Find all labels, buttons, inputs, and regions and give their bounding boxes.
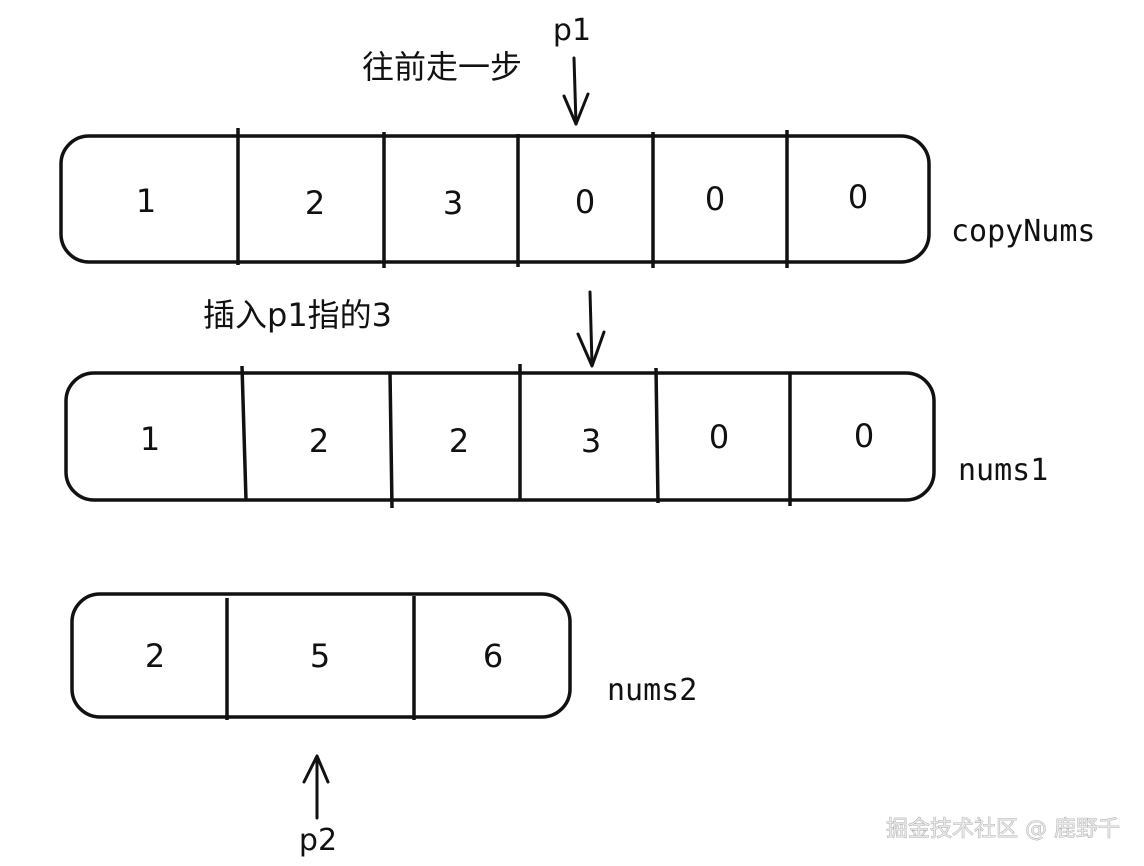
- array-box: [59, 134, 931, 264]
- arrow-head: [302, 754, 330, 784]
- array-label: nums2: [607, 673, 697, 708]
- array-nums2: 2 5 6 nums2: [70, 592, 697, 720]
- array-cell-value: 1: [136, 182, 156, 220]
- cell-divider: [240, 365, 248, 501]
- watermark: 掘金技术社区 @ 鹿野千: [886, 817, 1120, 842]
- pointer-p1: p1: [553, 13, 591, 126]
- array-cell-value: 3: [581, 422, 601, 460]
- pointer-label: p1: [553, 13, 591, 48]
- note-insert-p1: 插入p1指的3: [203, 296, 392, 334]
- array-cell-value: 2: [449, 422, 469, 460]
- pointer-label: p2: [299, 823, 337, 858]
- arrow-head: [562, 92, 590, 126]
- array-cell-value: 0: [575, 183, 595, 221]
- array-cell-value: 0: [705, 180, 725, 218]
- array-cell-value: 3: [443, 184, 463, 222]
- array-cell-value: 0: [848, 178, 868, 216]
- array-label: nums1: [958, 453, 1048, 488]
- array-box: [64, 371, 936, 502]
- array-box: [70, 592, 572, 719]
- array-label: copyNums: [951, 214, 1096, 249]
- array-cell-value: 5: [310, 637, 330, 675]
- array-cell-value: 2: [145, 637, 165, 675]
- array-cell-value: 2: [309, 422, 329, 460]
- array-cell-value: 0: [854, 417, 874, 455]
- array-nums1: 1 2 2 3 0 0 nums1: [64, 364, 1048, 509]
- array-cell-value: 1: [140, 420, 160, 458]
- array-cell-value: 2: [305, 184, 325, 222]
- array-cell-value: 0: [709, 418, 729, 456]
- pointer-p2: p2: [299, 754, 337, 858]
- pointer-insert: [576, 290, 606, 368]
- array-copynums: 1 2 3 0 0 0 copyNums: [59, 128, 1096, 268]
- down-arrow-icon: [572, 56, 578, 126]
- down-arrow-icon: [588, 290, 594, 366]
- array-cell-value: 6: [483, 637, 503, 675]
- cell-divider: [654, 367, 660, 504]
- arrow-head: [576, 330, 606, 368]
- note-step-forward: 往前走一步: [362, 48, 522, 86]
- cell-divider: [388, 371, 394, 509]
